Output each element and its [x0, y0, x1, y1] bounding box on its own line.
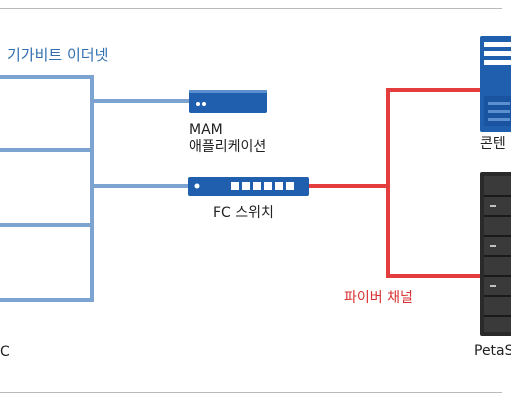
tower-server-icon [480, 36, 511, 132]
fc-switch-label: FC 스위치 [213, 205, 274, 221]
client-label-fragment: C [0, 344, 10, 360]
ethernet-lines [0, 75, 190, 302]
network-switch-icon [188, 177, 309, 196]
mam-label-line1: MAM [189, 122, 223, 138]
fibre-channel-label: 파이버 채널 [344, 290, 413, 306]
rack-server-icon [189, 90, 267, 113]
fiber-lines [306, 88, 482, 278]
mam-label-line2: 애플리케이션 [189, 139, 267, 155]
content-server-label: 콘텐 [480, 136, 506, 152]
mam-application-label: MAM 애플리케이션 [189, 122, 266, 156]
gigabit-ethernet-label: 기가비트 이더넷 [7, 46, 109, 64]
storage-array-icon [480, 172, 511, 336]
storage-label: PetaS [474, 343, 511, 359]
diagram-frame [0, 8, 502, 393]
